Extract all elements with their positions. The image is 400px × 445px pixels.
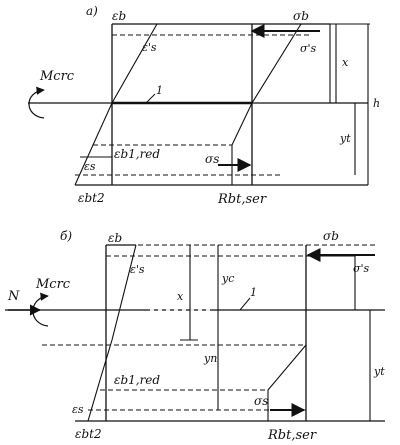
figure-b-y-t: yt	[373, 365, 385, 378]
figure-a-eps-s-prime: ε's	[142, 41, 157, 54]
figure-b: б)	[5, 229, 385, 443]
figure-b-sigma-s: σs	[254, 394, 268, 408]
figure-b-sigma-s-prime: σ's	[353, 262, 370, 275]
figure-b-stress-line	[306, 256, 356, 311]
figure-b-r-bt-ser: Rbt,ser	[267, 428, 317, 443]
figure-a-y-t: yt	[339, 132, 351, 145]
figure-b-eps-s-prime: ε's	[130, 263, 145, 276]
figure-b-eps-s: εs	[72, 403, 84, 416]
figure-b-y-n: yn	[203, 352, 217, 365]
figure-b-sigma-b: σb	[323, 229, 339, 243]
figure-a-neutral-line-number: 1	[156, 84, 163, 97]
figure-b-n: N	[7, 289, 20, 304]
figure-a-eps-s: εs	[84, 160, 96, 173]
figure-a-eps-b: εb	[112, 9, 126, 23]
figure-b-eps-b: εb	[108, 231, 122, 245]
figure-b-leader-1	[239, 297, 251, 311]
figure-a-moment-arc	[28, 86, 45, 119]
figure-b-moment: Mcrc	[35, 277, 71, 292]
figure-b-eps-b1-red: εb1,red	[114, 373, 160, 387]
figure-b-neutral-line-number: 1	[250, 286, 257, 299]
figure-a-moment: Mcrc	[39, 69, 75, 84]
figure-b-stress-lower	[267, 344, 307, 421]
figure-a-strain-line	[74, 23, 158, 186]
figure-b-moment-arc	[32, 292, 49, 327]
figure-a: a) εb	[28, 4, 380, 207]
figure-a-label: a)	[86, 4, 98, 18]
figure-a-sigma-s-prime: σ's	[300, 42, 317, 55]
figure-a-leader-1	[145, 93, 156, 104]
figure-b-label: б)	[60, 229, 72, 243]
figure-a-sigma-b: σb	[293, 9, 309, 23]
figure-b-strain-line	[87, 244, 137, 422]
figure-a-sigma-s: σs	[205, 152, 219, 166]
figure-a-stress-line	[231, 23, 302, 185]
figure-b-y-c: yc	[221, 272, 234, 285]
figure-b-x: x	[177, 290, 184, 303]
figure-a-r-bt-ser: Rbt,ser	[217, 192, 267, 207]
figure-a-eps-bt2: εbt2	[78, 191, 105, 205]
figure-a-eps-b1-red: εb1,red	[114, 147, 160, 161]
figure-a-x: x	[342, 56, 349, 69]
figure-b-eps-bt2: εbt2	[75, 427, 102, 441]
figure-a-h: h	[373, 97, 380, 110]
